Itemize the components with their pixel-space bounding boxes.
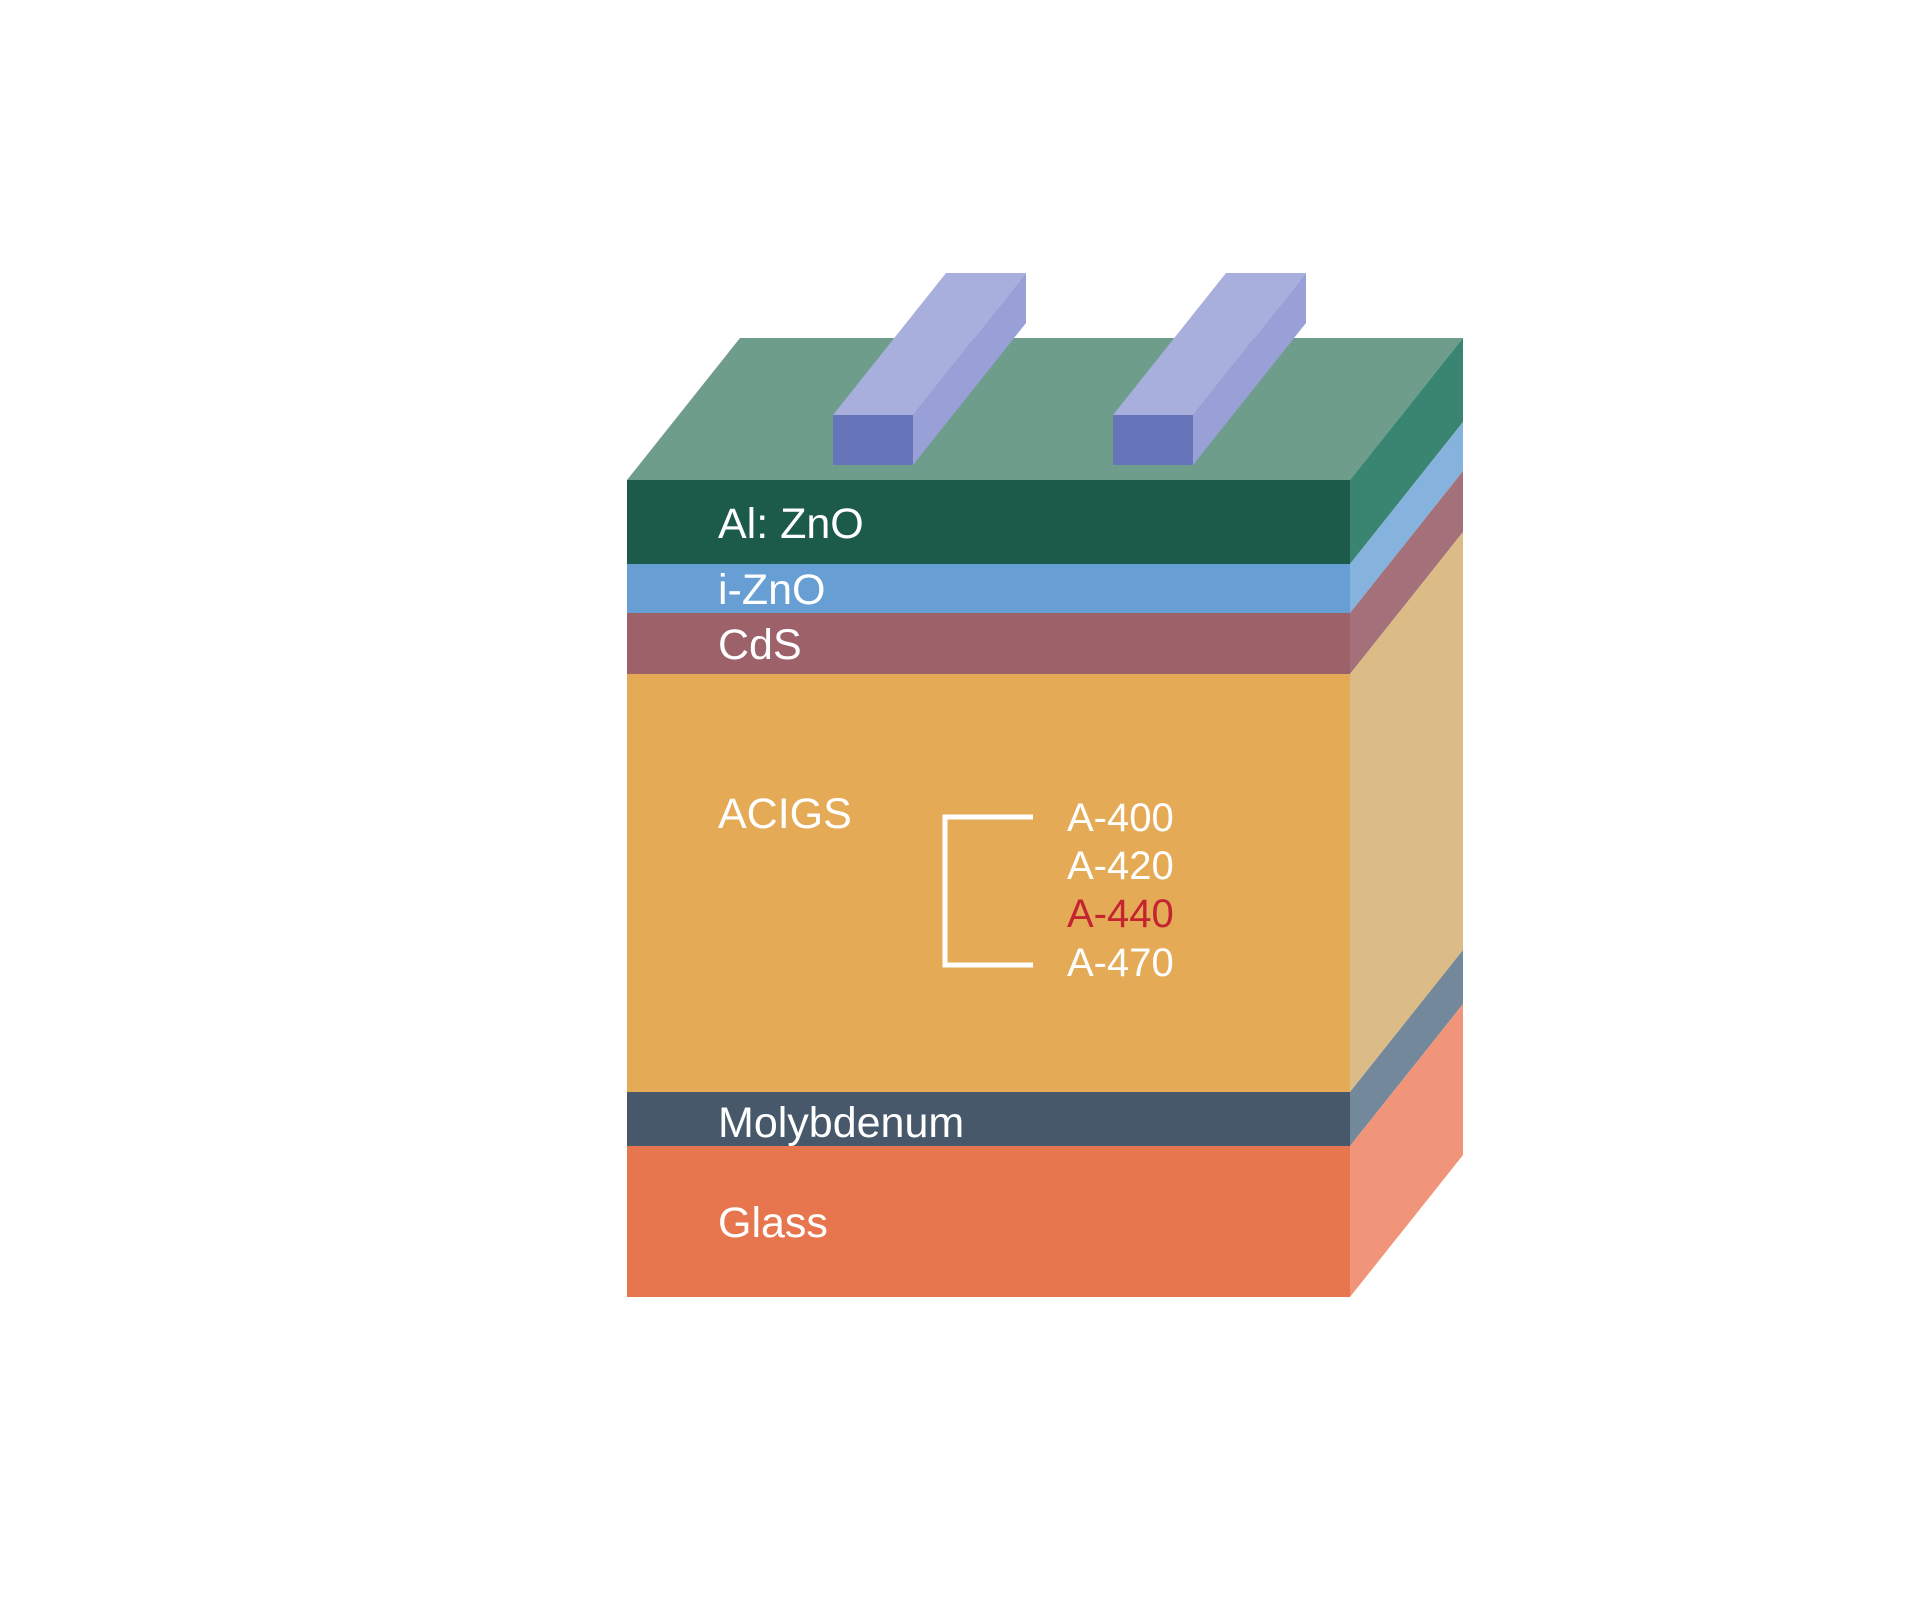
i-zno-side-face — [1350, 422, 1463, 613]
cds-label: CdS — [718, 621, 802, 669]
al-zno-front-face — [627, 480, 1350, 564]
contact-bar-2-front-face — [1113, 415, 1193, 465]
sample-group-bracket — [942, 814, 1033, 968]
acigs-front-face — [627, 674, 1350, 1092]
sample-label-a440-highlighted: A-440 — [1067, 892, 1174, 936]
acigs-label: ACIGS — [718, 790, 852, 838]
glass-front-face — [627, 1146, 1350, 1297]
sample-label-a420: A-420 — [1067, 844, 1174, 888]
i-zno-front-face — [627, 564, 1350, 613]
cds-side-face — [1350, 471, 1463, 674]
acigs-side-face — [1350, 532, 1463, 1092]
molybdenum-label: Molybdenum — [718, 1099, 964, 1147]
glass-label: Glass — [718, 1199, 828, 1247]
al-zno-side-face — [1350, 338, 1463, 564]
contact-bar-1-front-face — [833, 415, 913, 465]
i-zno-label: i-ZnO — [718, 566, 826, 614]
sample-label-a400: A-400 — [1067, 796, 1174, 840]
contact-bar-1-top-face — [833, 273, 1026, 415]
sample-label-a470: A-470 — [1067, 941, 1174, 985]
contact-bar-2-top-face — [1113, 273, 1306, 415]
molybdenum-front-face — [627, 1092, 1350, 1146]
glass-side-face — [1350, 1004, 1463, 1297]
al-zno-label: Al: ZnO — [718, 500, 864, 548]
molybdenum-side-face — [1350, 950, 1463, 1146]
cds-front-face — [627, 613, 1350, 674]
contact-bar-1-side-face — [913, 273, 1026, 465]
contact-bar-2-side-face — [1193, 273, 1306, 465]
stack-top-face — [627, 338, 1463, 480]
